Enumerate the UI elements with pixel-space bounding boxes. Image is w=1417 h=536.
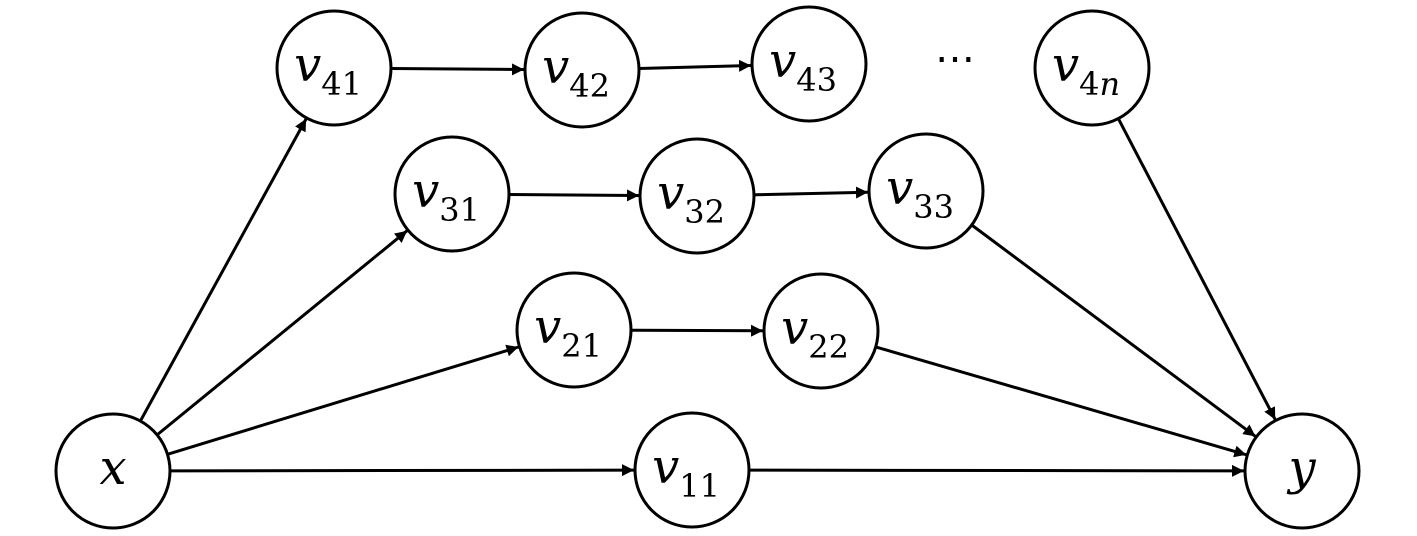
node-v22: v22 bbox=[762, 272, 880, 390]
edge-v21-to-v22 bbox=[630, 324, 764, 337]
edge-x-to-v31 bbox=[156, 229, 409, 437]
node-circle-v11 bbox=[633, 411, 751, 529]
edge-v11-to-y bbox=[748, 464, 1245, 477]
node-label-v21: v21 bbox=[534, 299, 602, 365]
edge-v42-to-v43 bbox=[638, 59, 752, 72]
node-v43: v43 bbox=[750, 5, 868, 123]
node-label-v22: v22 bbox=[781, 300, 849, 366]
node-label-v4n: v4n bbox=[1052, 37, 1120, 103]
node-label-v42: v42 bbox=[542, 39, 610, 105]
edge-v31-to-v32 bbox=[508, 189, 640, 202]
node-v33: v33 bbox=[867, 132, 985, 250]
node-y: y bbox=[1243, 412, 1361, 530]
node-v31: v31 bbox=[393, 135, 511, 253]
edge-x-to-v21 bbox=[167, 344, 519, 456]
node-circle-v43 bbox=[750, 5, 868, 123]
edge-v22-to-y bbox=[875, 345, 1247, 458]
node-circle-v33 bbox=[867, 132, 985, 250]
node-circle-y bbox=[1243, 412, 1361, 530]
node-circle-v32 bbox=[638, 137, 756, 255]
node-label-v11: v11 bbox=[652, 439, 720, 505]
node-v11: v11 bbox=[633, 411, 751, 529]
node-v32: v32 bbox=[638, 137, 756, 255]
node-x: x bbox=[54, 412, 172, 530]
edge-v41-to-v42 bbox=[390, 63, 525, 76]
node-label-v33: v33 bbox=[886, 160, 954, 226]
node-label-y: y bbox=[1286, 440, 1316, 496]
node-circle-v41 bbox=[275, 9, 393, 127]
node-label-v32: v32 bbox=[657, 165, 725, 231]
node-circle-v22 bbox=[762, 272, 880, 390]
node-label-v43: v43 bbox=[769, 33, 837, 99]
edge-x-to-v11 bbox=[169, 464, 635, 477]
ellipsis-glyph: ⋯ bbox=[935, 36, 975, 82]
node-label-v41: v41 bbox=[294, 37, 362, 103]
node-v4n: v4n bbox=[1033, 9, 1151, 127]
node-v41: v41 bbox=[275, 9, 393, 127]
node-label-v31: v31 bbox=[412, 163, 480, 229]
node-circle-v4n bbox=[1033, 9, 1151, 127]
node-circle-v42 bbox=[523, 11, 641, 129]
edge-v32-to-v33 bbox=[753, 186, 869, 199]
edges-layer bbox=[139, 59, 1277, 477]
node-circle-x bbox=[54, 412, 172, 530]
node-label-x: x bbox=[99, 440, 126, 496]
node-v42: v42 bbox=[523, 11, 641, 129]
node-v21: v21 bbox=[515, 271, 633, 389]
node-circle-v21 bbox=[515, 271, 633, 389]
node-circle-v31 bbox=[393, 135, 511, 253]
nodes-layer: x v41 v42 v43 v4n v31 v32 v33 v21 v22 v11 y bbox=[54, 5, 1361, 530]
edge-v33-to-y bbox=[970, 223, 1257, 438]
edge-v4n-to-y bbox=[1116, 117, 1277, 421]
edge-x-to-v41 bbox=[139, 118, 308, 422]
